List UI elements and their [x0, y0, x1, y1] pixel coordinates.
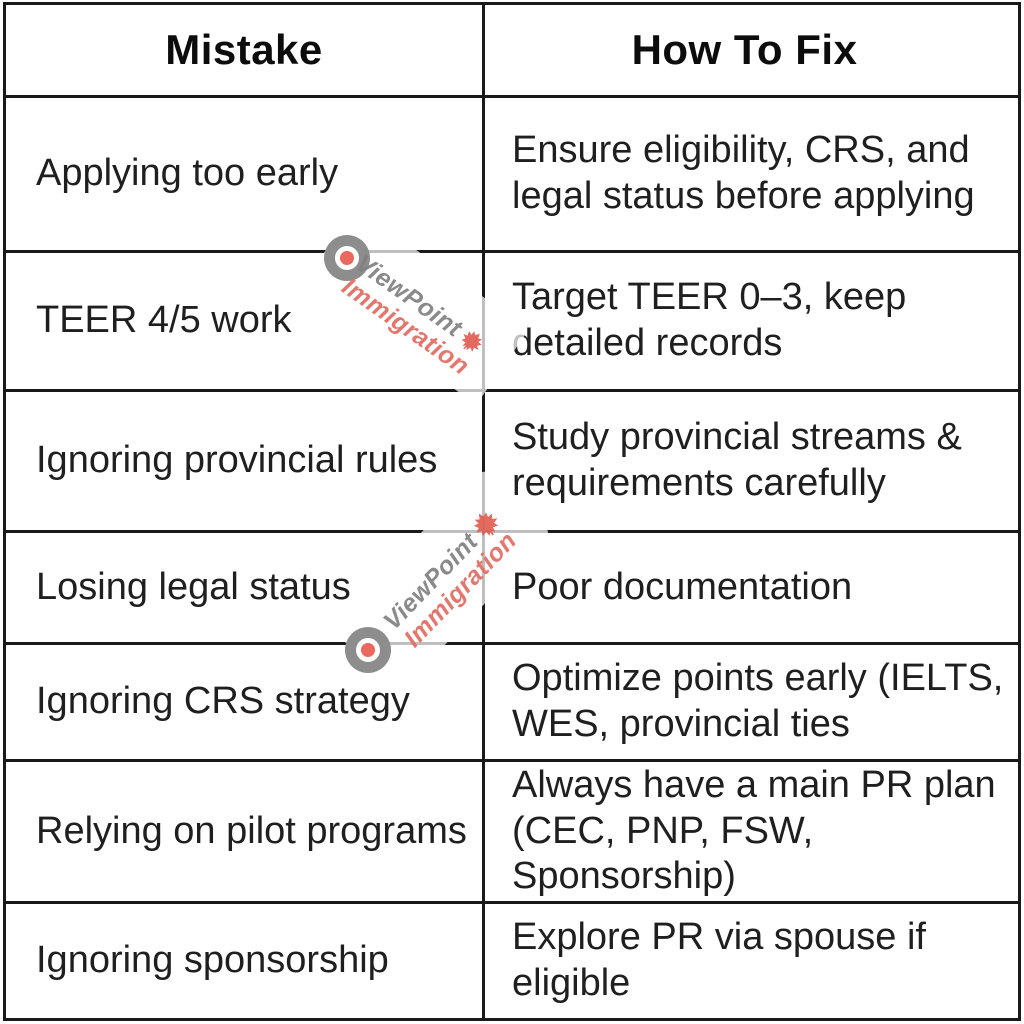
column-header-how-to-fix: How To Fix [485, 5, 1018, 98]
fix-cell: Target TEER 0–3, keep detailed records [485, 253, 1018, 392]
bullseye-dot [340, 251, 354, 265]
maple-leaf-icon [473, 512, 499, 537]
fix-cell: Always have a main PR plan (CEC, PNP, FS… [485, 762, 1018, 904]
watermark-viewpoint-immigration: ViewPoint Immigration [335, 249, 490, 381]
column-header-mistake: Mistake [6, 5, 485, 98]
fix-cell: Study provincial streams & requirements … [485, 392, 1018, 533]
bullseye-target-icon [345, 627, 391, 673]
fix-cell: Optimize points early (IELTS, WES, provi… [485, 645, 1018, 762]
mistake-cell: TEER 4/5 work [6, 253, 485, 392]
fix-cell: Ensure eligibility, CRS, and legal statu… [485, 98, 1018, 253]
mistake-cell: Losing legal status [6, 533, 485, 645]
bullseye-target-icon [324, 235, 370, 281]
fix-cell: Poor documentation [485, 533, 1018, 645]
bullseye-dot [361, 643, 375, 657]
mistake-cell: Relying on pilot programs [6, 762, 485, 904]
watermark-viewpoint-immigration: ViewPoint Immigration [378, 504, 525, 654]
mistake-cell: Ignoring sponsorship [6, 904, 485, 1018]
maple-leaf-icon [461, 330, 483, 352]
mistake-cell: Ignoring CRS strategy [6, 645, 485, 762]
mistakes-table: Mistake How To Fix Applying too early En… [3, 2, 1021, 1021]
fix-cell: Explore PR via spouse if eligible [512, 916, 926, 1004]
mistake-cell: Ignoring provincial rules [6, 392, 485, 533]
mistake-cell: Applying too early [6, 98, 485, 253]
